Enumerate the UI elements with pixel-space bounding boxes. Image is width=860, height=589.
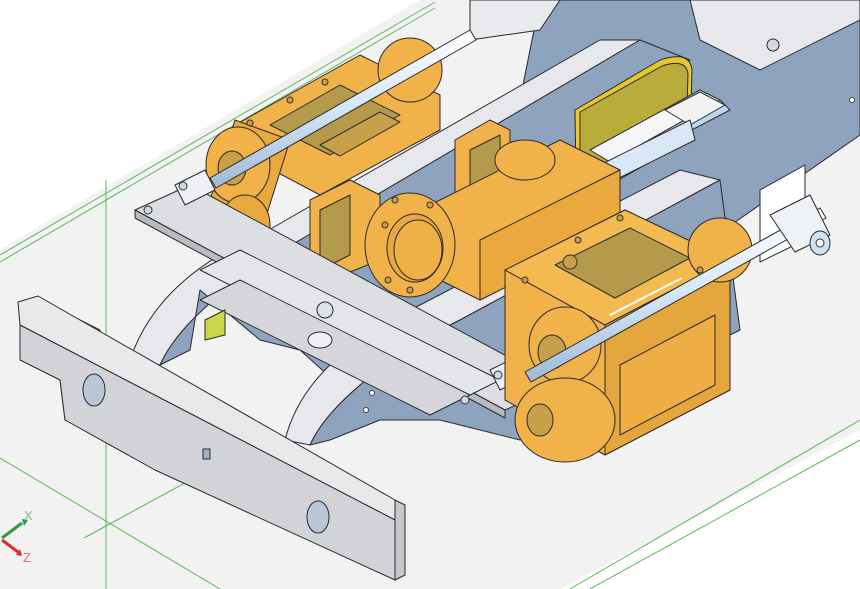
x-axis-label: X: [24, 508, 33, 523]
center-cylinder-block[interactable]: [309, 119, 621, 301]
z-axis-label: Z: [23, 550, 31, 565]
right-piston-rod: [524, 194, 831, 383]
left-piston-rod: [209, 29, 477, 189]
front-buffer-beam[interactable]: [17, 295, 406, 581]
axis-triad: X Z: [1, 508, 33, 565]
